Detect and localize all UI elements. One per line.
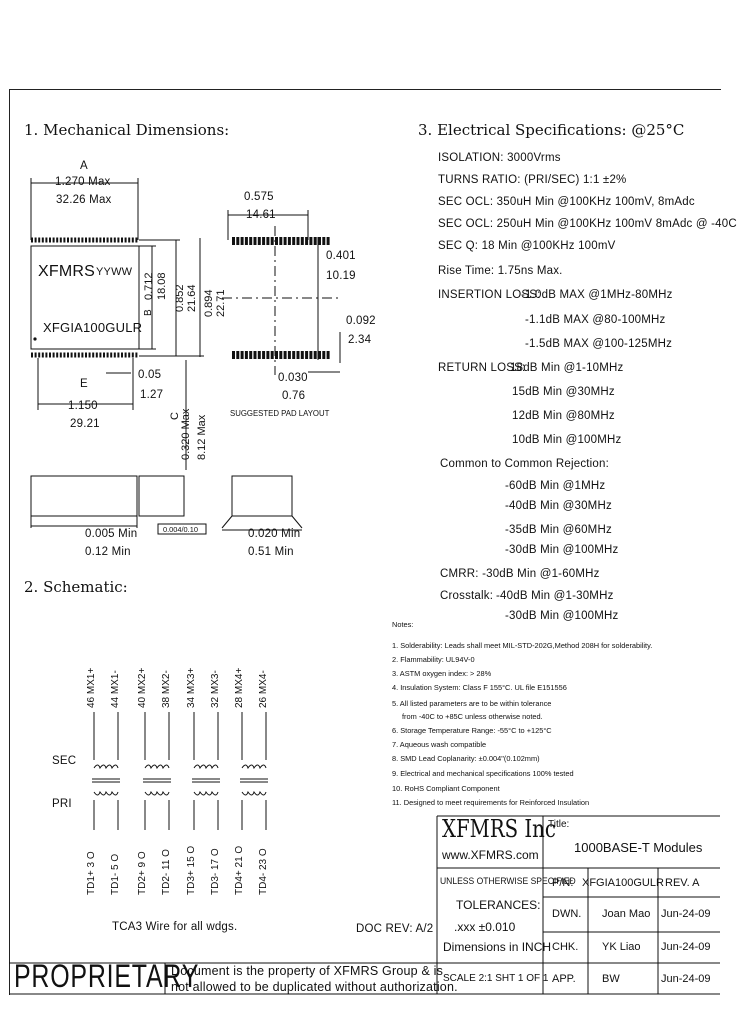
- elec-line: SEC OCL: 350uH Min @100KHz 100mV, 8mAdc: [438, 196, 695, 208]
- drawing-frame: [9, 89, 721, 995]
- note-item: 6. Storage Temperature Range: -55°C to +…: [392, 726, 552, 735]
- document-title: 1000BASE-T Modules: [574, 840, 703, 855]
- pad-row-mm: 10.19: [326, 270, 356, 282]
- elec-heading: 3. Electrical Specifications: @25°C: [418, 121, 685, 139]
- schematic-heading: 2. Schematic:: [24, 578, 128, 596]
- insertion-loss-value: -1.1dB MAX @80-100MHz: [525, 314, 666, 326]
- checked-label: CHK.: [552, 941, 579, 953]
- note-item: 3. ASTM oxygen index: > 28%: [392, 669, 492, 678]
- note-item: 7. Aqueous wash compatible: [392, 740, 487, 749]
- dim-a-mm: 32.26 Max: [56, 194, 112, 206]
- proprietary-line: Document is the property of XFMRS Group …: [171, 964, 444, 978]
- body-part-number: XFGIA100GULR: [43, 320, 143, 335]
- dim-e-mm: 29.21: [70, 418, 100, 430]
- return-loss-value: 15dB Min @30MHz: [512, 386, 615, 398]
- drawn-label: DWN.: [552, 908, 582, 920]
- scale-sheet: SCALE 2:1 SHT 1 OF 1: [443, 973, 549, 984]
- return-loss-value: 12dB Min @80MHz: [512, 410, 615, 422]
- crosstalk-label: Crosstalk:: [440, 590, 494, 602]
- dim-pitch-inch: 0.05: [138, 369, 162, 381]
- elec-line: SEC OCL: 250uH Min @100KHz 100mV 8mAdc @…: [438, 218, 737, 230]
- note-item: 10. RoHS Compliant Component: [392, 784, 500, 793]
- pad-len-mm: 2.34: [348, 334, 372, 346]
- return-loss-value: 10dB Min @100MHz: [512, 434, 622, 446]
- dim-e-label: E: [80, 378, 88, 390]
- ccr-value: -60dB Min @1MHz: [505, 480, 606, 492]
- insertion-loss-value: -1.0dB MAX @1MHz-80MHz: [521, 289, 673, 301]
- note-item: 2. Flammability: UL94V-0: [392, 655, 475, 664]
- side-min2-inch: 0.020 Min: [248, 528, 301, 540]
- pad-layout-label: SUGGESTED PAD LAYOUT: [230, 409, 330, 418]
- dimensions-unit: Dimensions in INCH: [443, 940, 552, 954]
- company-website: www.XFMRS.com: [442, 848, 539, 862]
- elec-line: SEC Q: 18 Min @100KHz 100mV: [438, 240, 616, 252]
- ccr-value: -35dB Min @60MHz: [505, 524, 612, 536]
- pad-row-inch: 0.401: [326, 250, 356, 262]
- pad-len-inch: 0.092: [346, 315, 376, 327]
- return-loss-value: 18dB Min @1-10MHz: [510, 362, 624, 374]
- note-item: from -40C to +85C unless otherwise noted…: [402, 712, 543, 721]
- crosstalk-value: -40dB Min @1-30MHz: [496, 590, 614, 602]
- insertion-loss-value: -1.5dB MAX @100-125MHz: [525, 338, 673, 350]
- proprietary-stamp: PROPRIETARY: [14, 958, 200, 994]
- note-item: 9. Electrical and mechanical specificati…: [392, 769, 574, 778]
- note-item: 11. Designed to meet requirements for Re…: [392, 798, 590, 807]
- notes-title: Notes:: [392, 620, 414, 629]
- tolerance-value: .xxx ±0.010: [454, 920, 516, 934]
- part-number: XFGIA100GULR: [582, 877, 664, 889]
- insertion-loss-label: INSERTION LOSS:: [438, 289, 541, 301]
- pad-width-mm: 0.76: [282, 390, 306, 402]
- drawn-date: Jun-24-09: [661, 908, 711, 920]
- pri-label: PRI: [52, 798, 72, 810]
- coplanarity-callout: 0.004/0.10: [163, 525, 198, 534]
- return-loss-label: RETURN LOSS:: [438, 362, 526, 374]
- dim-a-inch: 1.270 Max: [55, 176, 111, 188]
- pad-top-mm: 14.61: [246, 209, 276, 221]
- body-date-code: YYWW: [96, 266, 133, 278]
- mech-heading: 1. Mechanical Dimensions:: [24, 121, 230, 139]
- mechanical-drawing: [30, 178, 341, 535]
- crosstalk-value: -30dB Min @100MHz: [505, 610, 619, 622]
- side-min2-mm: 0.51 Min: [248, 546, 294, 558]
- tolerances-label: TOLERANCES:: [456, 898, 541, 912]
- unless-specified: UNLESS OTHERWISE SPECIFIED: [440, 876, 576, 887]
- ccr-value: -40dB Min @30MHz: [505, 500, 612, 512]
- company-name: XFMRS Inc: [442, 815, 556, 843]
- approved-name: BW: [602, 973, 620, 985]
- dim-pitch-mm: 1.27: [140, 389, 164, 401]
- dim-a-label: A: [80, 160, 88, 172]
- side-min1-inch: 0.005 Min: [85, 528, 138, 540]
- elec-line: ISOLATION: 3000Vrms: [438, 152, 561, 164]
- checked-date: Jun-24-09: [661, 941, 711, 953]
- pn-label: P/N:: [552, 877, 574, 889]
- pad-width-inch: 0.030: [278, 372, 308, 384]
- checked-name: YK Liao: [602, 941, 641, 953]
- sec-label: SEC: [52, 755, 77, 767]
- elec-line: Rise Time: 1.75ns Max.: [438, 265, 563, 277]
- note-item: 5. All listed parameters are to be withi…: [392, 699, 552, 708]
- title-label: Title:: [548, 819, 570, 830]
- doc-revision: DOC REV: A/2: [356, 923, 434, 935]
- elec-line: TURNS RATIO: (PRI/SEC) 1:1 ±2%: [438, 174, 627, 186]
- approved-label: APP.: [552, 973, 576, 985]
- note-item: 8. SMD Lead Coplanarity: ±0.004"(0.102mm…: [392, 754, 540, 763]
- side-min1-mm: 0.12 Min: [85, 546, 131, 558]
- schematic-drawing: [92, 712, 268, 830]
- revision: REV. A: [665, 877, 700, 889]
- ccr-label: Common to Common Rejection:: [440, 458, 610, 470]
- title-block-grid: [9, 815, 720, 995]
- ccr-value: -30dB Min @100MHz: [505, 544, 619, 556]
- wire-note: TCA3 Wire for all wdgs.: [112, 921, 238, 933]
- approved-date: Jun-24-09: [661, 973, 711, 985]
- drawn-name: Joan Mao: [602, 908, 651, 920]
- body-brand: XFMRS: [38, 263, 95, 280]
- dim-e-inch: 1.150: [68, 400, 98, 412]
- note-item: 1. Solderability: Leads shall meet MIL-S…: [392, 641, 653, 650]
- cmrr: CMRR: -30dB Min @1-60MHz: [440, 568, 600, 580]
- note-item: 4. Insulation System: Class F 155°C. UL …: [392, 683, 567, 692]
- proprietary-line: not allowed to be duplicated without aut…: [171, 980, 458, 994]
- pad-top-inch: 0.575: [244, 191, 274, 203]
